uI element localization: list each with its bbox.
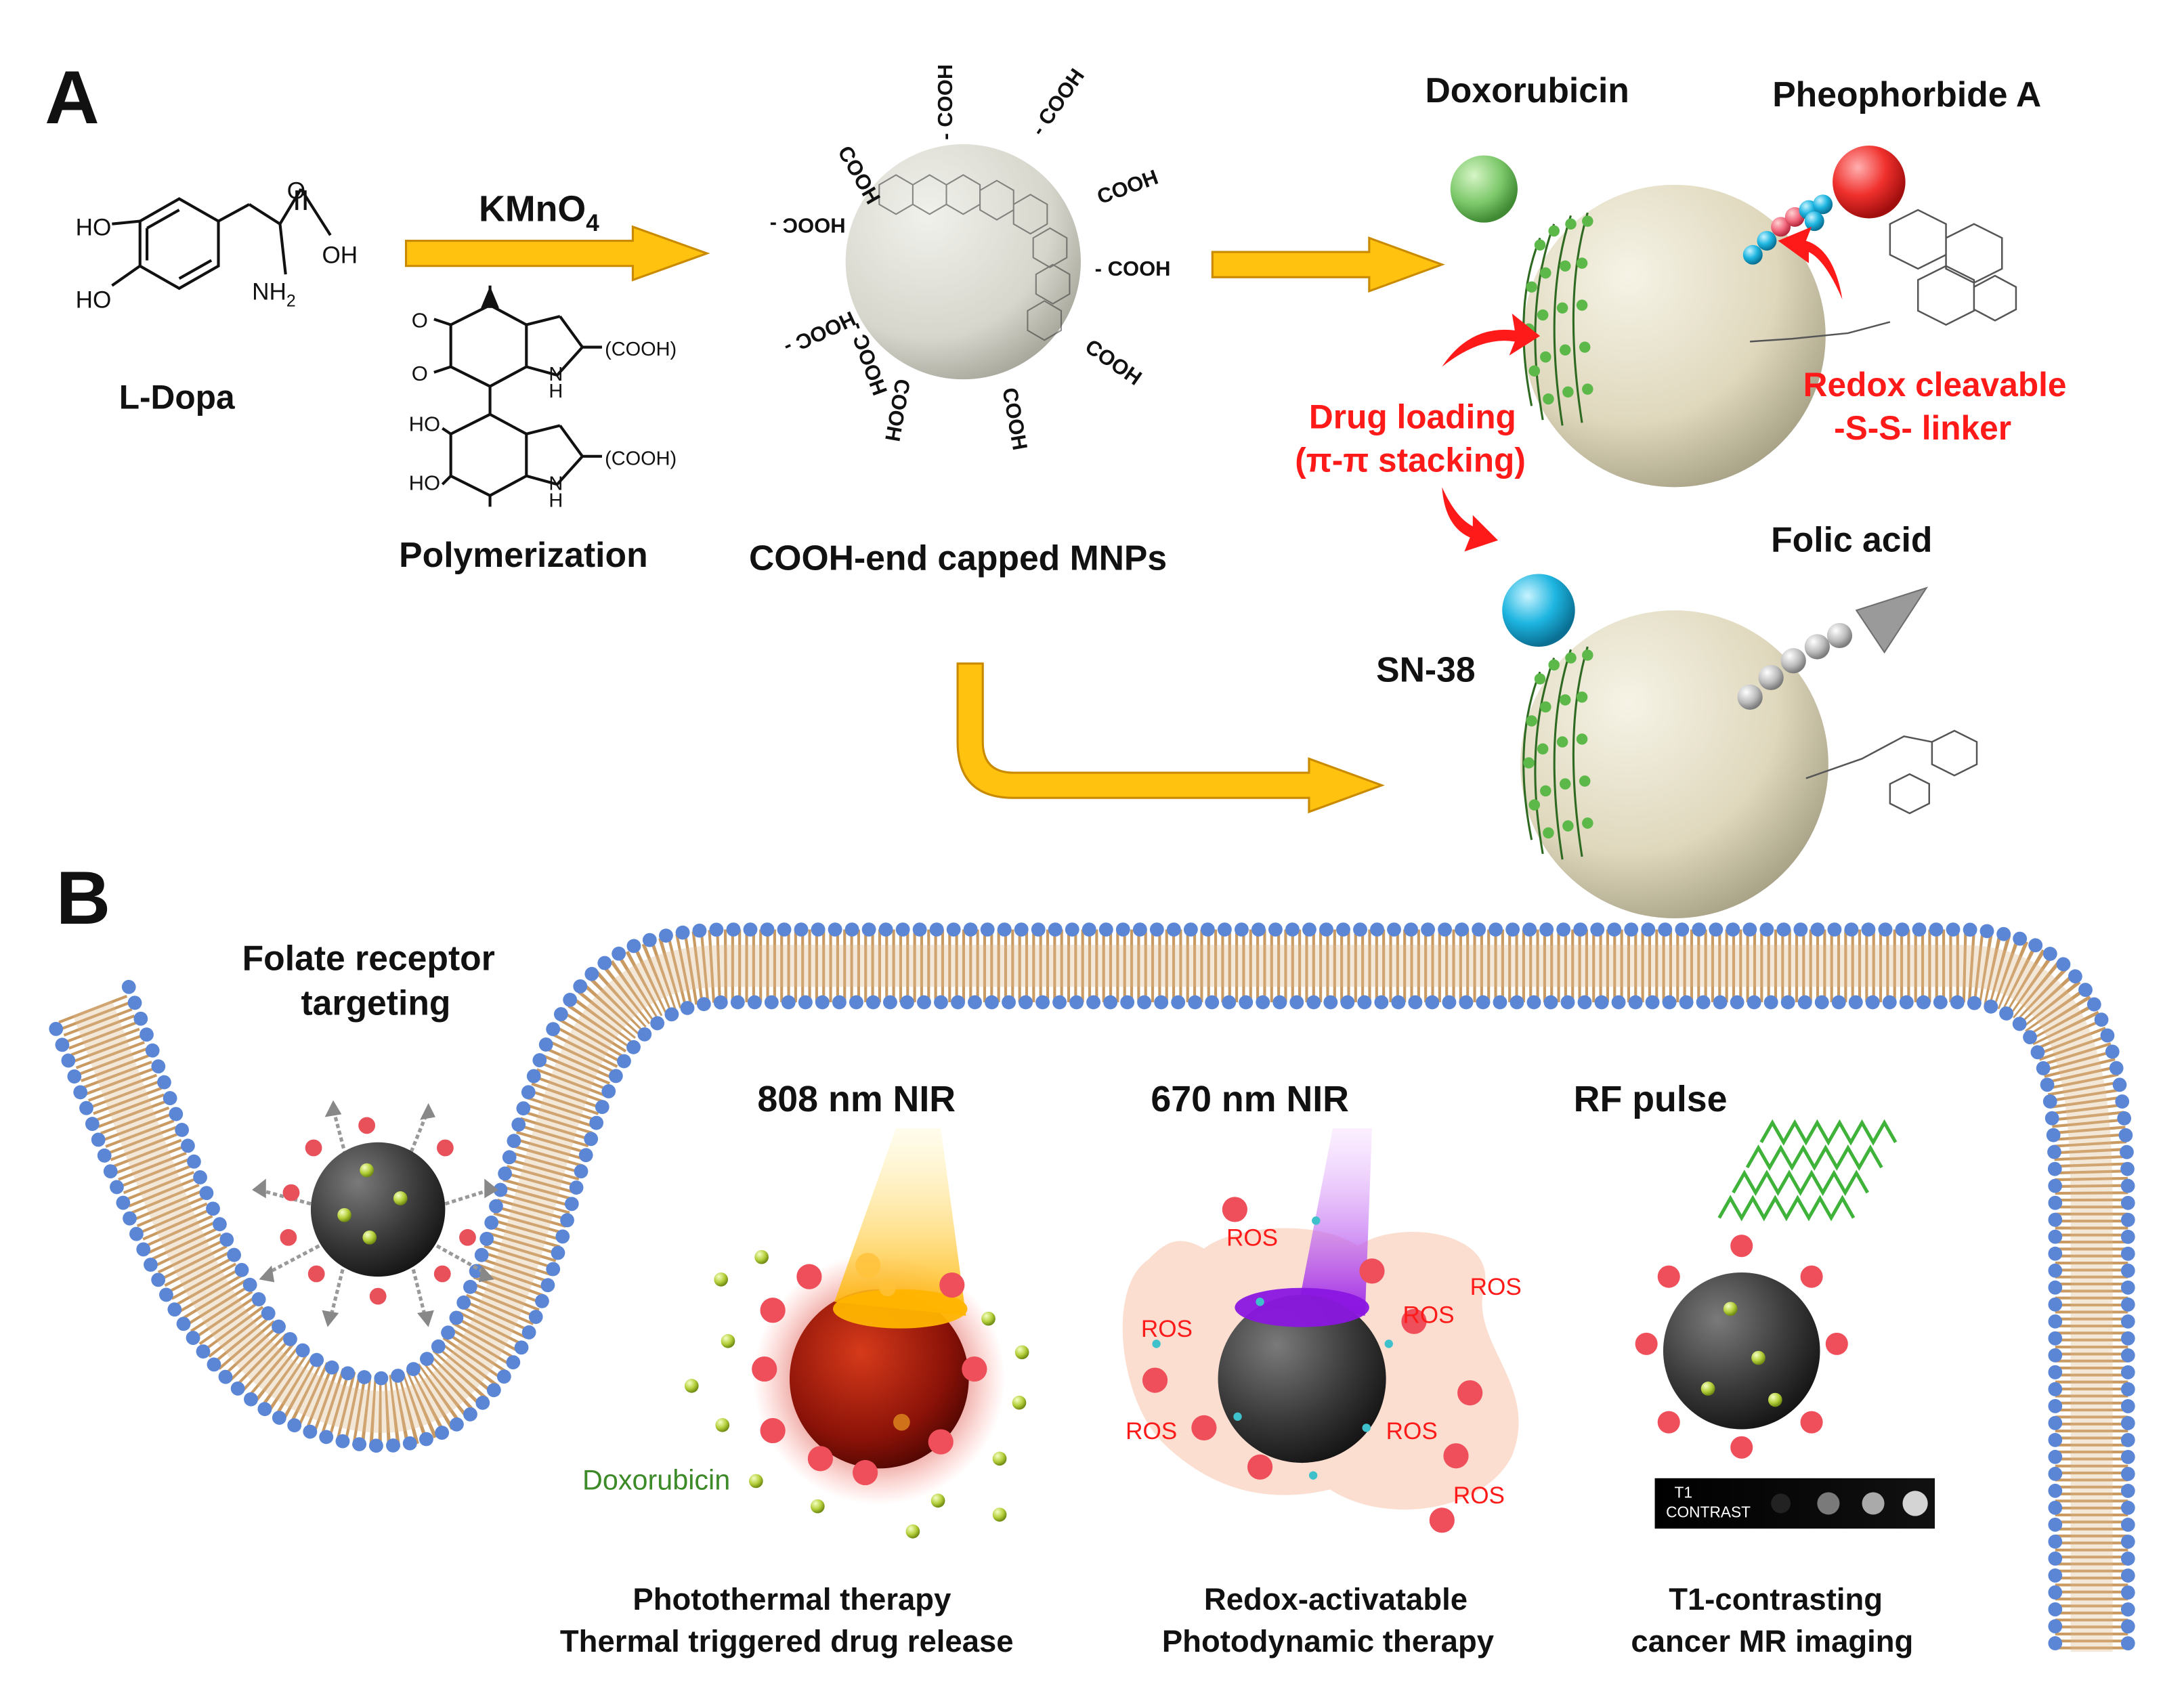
mri-np [1635, 1235, 1848, 1459]
t1-contrast-strip [1654, 1478, 1935, 1529]
polymer-ho-1: HO [409, 412, 441, 436]
panel-b-letter: B [56, 855, 111, 940]
ldopa-structure [111, 188, 332, 291]
drug-loading-arrow-up [1442, 314, 1541, 367]
ldopa-nh2: NH2 [252, 278, 296, 310]
kmno4-arrow [404, 225, 710, 282]
polymer-cooh-2: (COOH) [605, 448, 677, 469]
cooh-group-6: COOH [1081, 335, 1146, 390]
linker-chain-top [1742, 194, 1833, 265]
cooh-group-1: COOH [833, 142, 885, 208]
arrow-to-loaded-np [1211, 236, 1445, 293]
cooh-group-5: - COOH [1095, 257, 1171, 280]
doxorubicin-ball-a [1450, 155, 1518, 223]
t1-label-2: CONTRAST [1666, 1503, 1751, 1521]
polymer-o-2: O [412, 362, 428, 385]
photothermal-np [684, 1128, 1029, 1539]
doxorubicin-label-a: Doxorubicin [1426, 70, 1629, 110]
ros-4: ROS [1403, 1302, 1454, 1328]
ldopa-o: O [287, 178, 305, 205]
graphene-stack-top [1522, 212, 1593, 426]
folic-chain [1737, 586, 1929, 710]
t1-label-1: T1 [1675, 1484, 1693, 1501]
polymer-h-1: H [549, 381, 563, 402]
drug-loading-label-1: Drug loading [1309, 398, 1516, 436]
polymer-cooh-1: (COOH) [605, 339, 677, 360]
ldopa-label: L-Dopa [119, 379, 235, 416]
drug-loading-arrow-down [1442, 487, 1499, 552]
drug-loading-label-2: (π-π stacking) [1295, 442, 1526, 479]
caption-mri-1: T1-contrasting [1669, 1582, 1883, 1617]
photodynamic-np [1122, 1128, 1519, 1533]
caption-mri-2: cancer MR imaging [1631, 1624, 1913, 1658]
ldopa-ho-2: HO [76, 287, 112, 314]
polymer-o-1: O [412, 309, 428, 333]
cooh-group-3: - COOH [1026, 64, 1089, 140]
ros-1: ROS [1226, 1225, 1278, 1251]
caption-photothermal-1: Photothermal therapy [633, 1582, 951, 1617]
ros-3: ROS [1141, 1316, 1193, 1342]
redox-label-2: -S-S- linker [1834, 409, 2011, 447]
cooh-mnp [845, 144, 1081, 380]
cooh-group-8: COOH [998, 386, 1032, 452]
hooc-group-1: HOOC - [770, 213, 846, 237]
pheophorbide-label: Pheophorbide A [1772, 74, 2041, 114]
arrow-to-folic-np [956, 662, 1385, 814]
redox-arrow [1778, 226, 1843, 300]
nir670-label: 670 nm NIR [1151, 1079, 1349, 1119]
ldopa-oh: OH [322, 242, 358, 269]
folic-molecule [1805, 729, 1978, 815]
targeting-label-2: targeting [301, 983, 450, 1023]
ros-2: ROS [1470, 1274, 1522, 1300]
folic-acid-label: Folic acid [1771, 519, 1932, 559]
sn38-ball [1502, 574, 1575, 647]
polymerization-label: Polymerization [399, 535, 647, 574]
polymer-n-2: N [549, 473, 563, 494]
panel-a-letter: A [45, 55, 100, 140]
doxorubicin-label-b: Doxorubicin [582, 1464, 730, 1495]
caption-photodynamic-1: Redox-activatable [1204, 1582, 1468, 1617]
rf-label: RF pulse [1574, 1079, 1728, 1119]
mnp-caption: COOH-end capped MNPs [749, 538, 1167, 577]
caption-photothermal-2: Thermal triggered drug release [560, 1624, 1014, 1658]
ldopa-ho-1: HO [76, 214, 112, 240]
cooh-group-4: COOH [1094, 165, 1161, 209]
polymer-n-1: N [549, 364, 563, 385]
ros-6: ROS [1386, 1418, 1438, 1444]
polymer-ho-2: HO [409, 471, 441, 494]
graphene-stack-bottom [1522, 646, 1593, 860]
polymer-structure [433, 285, 602, 507]
rf-waves [1717, 1119, 1898, 1222]
targeting-np [252, 1100, 498, 1327]
polymer-h-2: H [549, 490, 563, 511]
targeting-label-1: Folate receptor [242, 938, 495, 977]
nir808-label: 808 nm NIR [757, 1079, 956, 1119]
kmno4-label: KMnO4 [479, 189, 599, 236]
pheophorbide-ball [1833, 145, 1906, 219]
caption-photodynamic-2: Photodynamic therapy [1162, 1624, 1495, 1658]
cell-membrane [49, 922, 2135, 1659]
ros-7: ROS [1453, 1482, 1505, 1509]
pheophorbide-molecule [1750, 209, 2017, 343]
redox-label-1: Redox cleavable [1803, 366, 2067, 404]
cooh-group-2: - COOH [933, 64, 957, 140]
ros-5: ROS [1126, 1418, 1177, 1444]
sn38-label: SN-38 [1376, 650, 1475, 689]
